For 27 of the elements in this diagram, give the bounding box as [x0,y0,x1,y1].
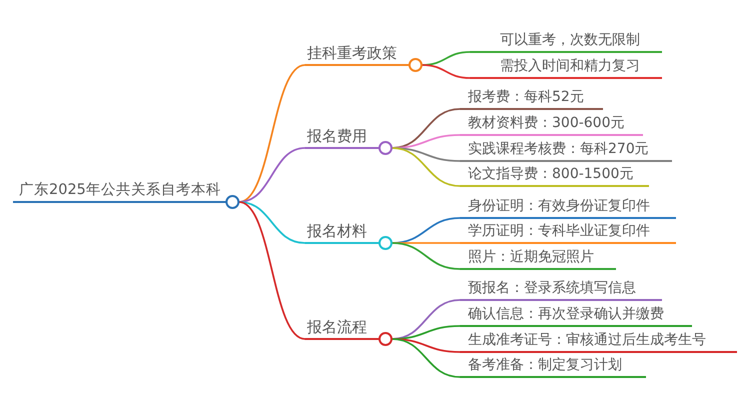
connector-line [392,338,460,353]
topic-label: 报名材料 [305,220,379,244]
leaf-label: 报考费：每科52元 [460,86,603,110]
leaf-label: 论文指导费：800-1500元 [460,163,649,187]
connector-line [392,338,460,378]
leaf-label: 生成准考证号：审核通过后生成考生号 [460,329,737,353]
topic-label: 报名流程 [305,316,379,340]
leaf-label: 身份证明：有效身份证复印件 [460,195,676,219]
topic-label: 挂科重考政策 [305,42,409,66]
topic-label: 广东2025年公共关系自考本科 [13,179,226,203]
connector-line [392,242,460,270]
leaf-label: 实践课程考核费：每科270元 [460,138,672,162]
connector-line [238,64,306,203]
connector-line [238,201,306,340]
leaf-label: 教材资料费：300-600元 [460,112,643,136]
leaf-label: 需投入时间和精力复习 [470,55,662,79]
topic-label: 报名费用 [305,125,379,149]
connector-line [238,201,306,244]
leaf-label: 确认信息：再次登录确认并缴费 [460,303,692,327]
leaf-label: 备考准备：制定复习计划 [460,354,646,378]
leaf-label: 照片：近期免冠照片 [460,246,616,270]
connector-line [392,147,460,187]
connector-line [392,147,460,162]
leaf-label: 可以重考，次数无限制 [470,29,662,53]
connector-line [422,64,470,79]
leaf-label: 学历证明：专科毕业证复印件 [460,220,676,244]
leaf-label: 预报名：登录系统填写信息 [460,277,662,301]
